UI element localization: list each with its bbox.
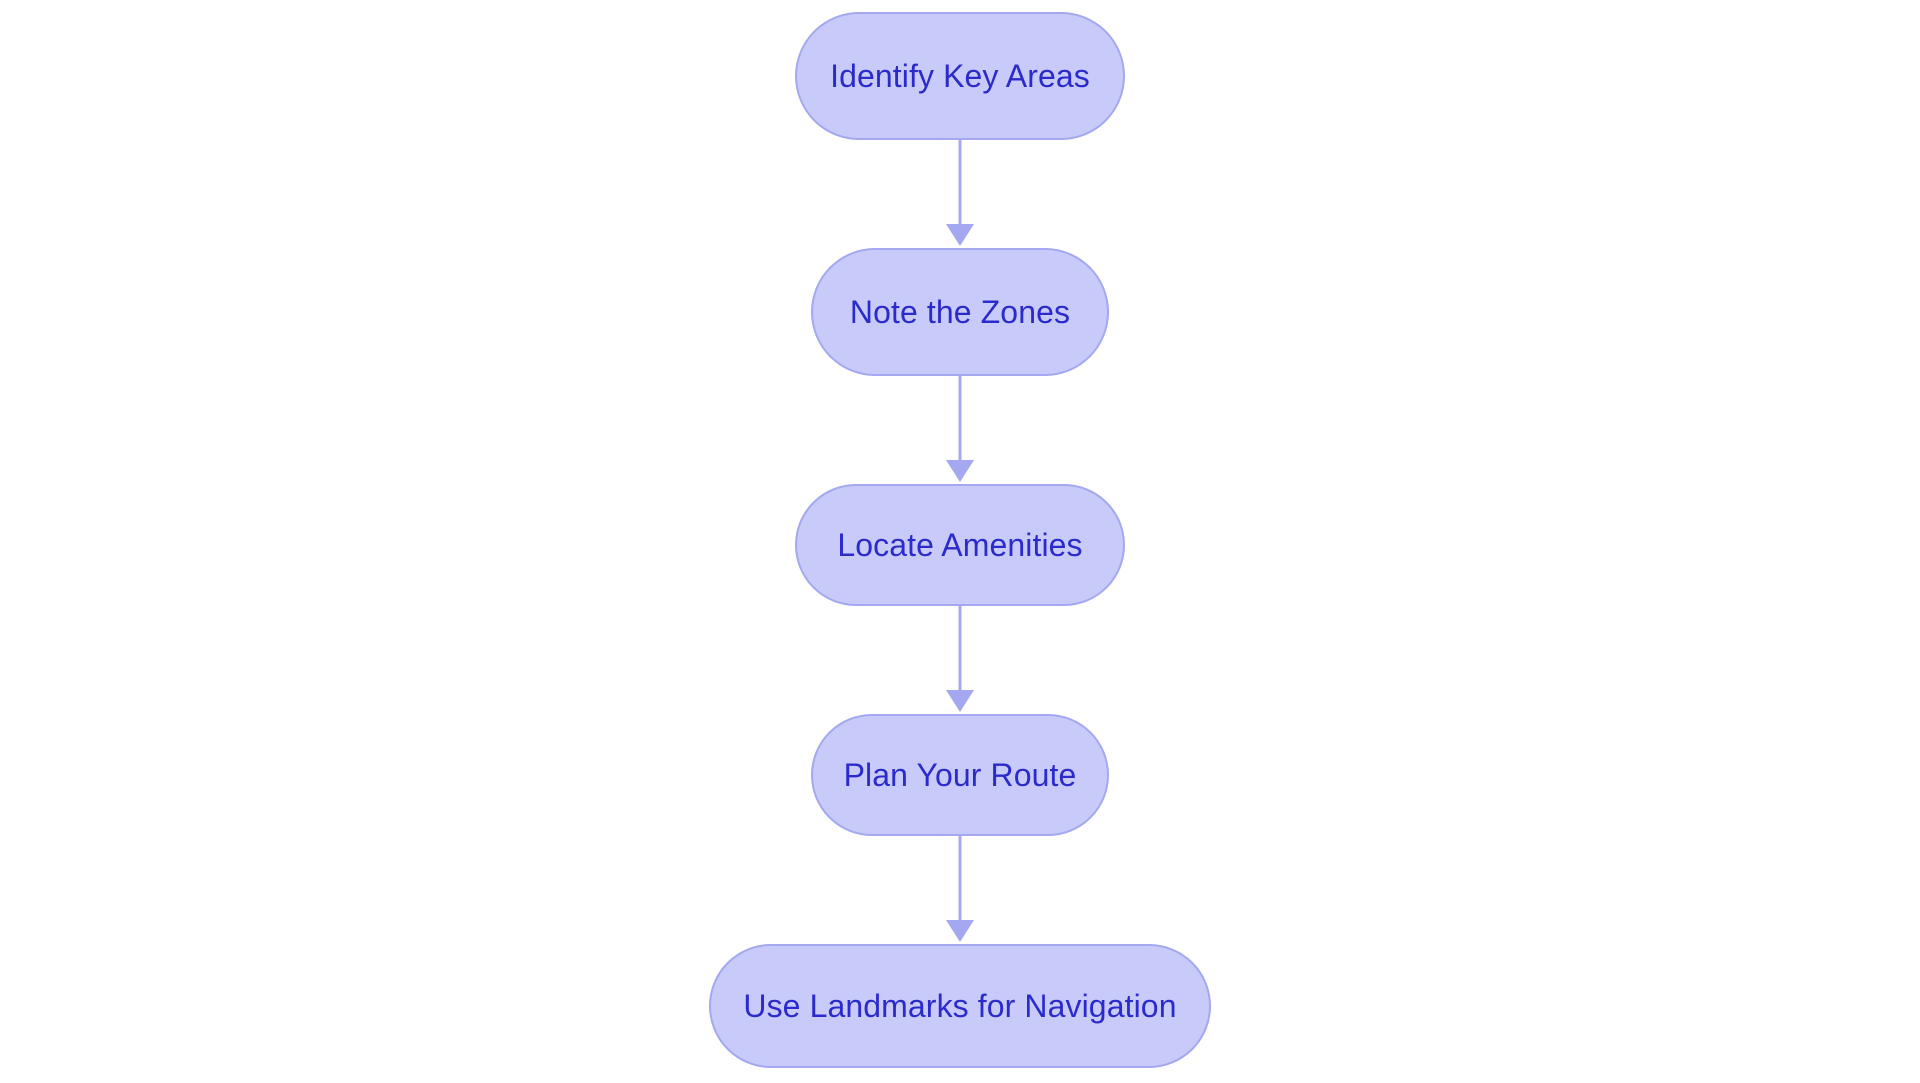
flow-connector-2 [945,376,975,484]
flow-node-identify-key-areas[interactable]: Identify Key Areas [795,12,1125,140]
flow-node-plan-your-route[interactable]: Plan Your Route [811,714,1109,836]
flow-node-label: Note the Zones [849,294,1071,330]
flow-node-label: Identify Key Areas [830,58,1090,94]
flow-node-label: Plan Your Route [843,757,1077,793]
flow-node-label: Use Landmarks for Navigation [743,988,1177,1024]
flow-node-note-the-zones[interactable]: Note the Zones [811,248,1109,376]
flow-connector-3 [945,606,975,714]
flow-node-locate-amenities[interactable]: Locate Amenities [795,484,1125,606]
flow-connector-1 [945,140,975,248]
flow-node-label: Locate Amenities [837,527,1083,563]
flow-node-use-landmarks-for-navigation[interactable]: Use Landmarks for Navigation [709,944,1211,1068]
flow-connector-4 [945,836,975,944]
